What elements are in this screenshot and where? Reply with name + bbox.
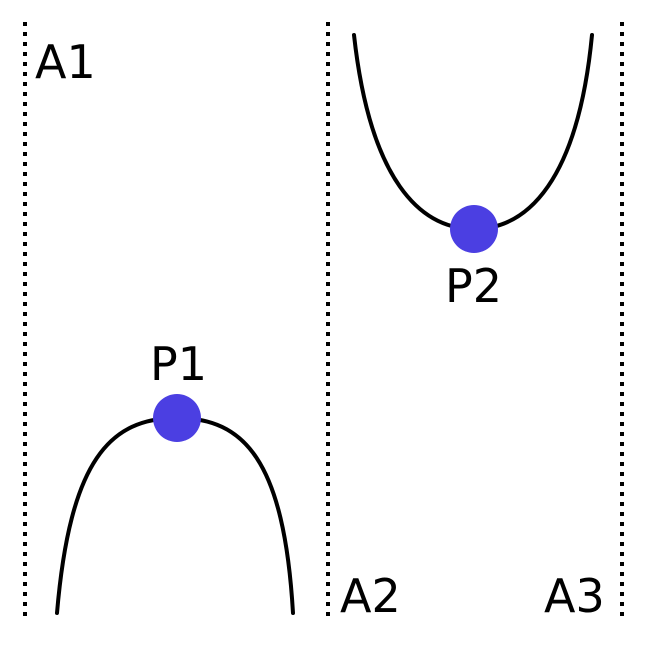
- region-label-a2: A2: [340, 569, 401, 623]
- region-label-a3: A3: [544, 569, 605, 623]
- region-label-a1: A1: [35, 35, 96, 89]
- point-label-p2: P2: [445, 259, 502, 313]
- concave-down-curve: [55, 415, 295, 615]
- point-label-p1: P1: [150, 337, 207, 391]
- point-p1-marker: [153, 394, 201, 442]
- point-p2-marker: [450, 205, 498, 253]
- concave-up-curve: [352, 33, 594, 232]
